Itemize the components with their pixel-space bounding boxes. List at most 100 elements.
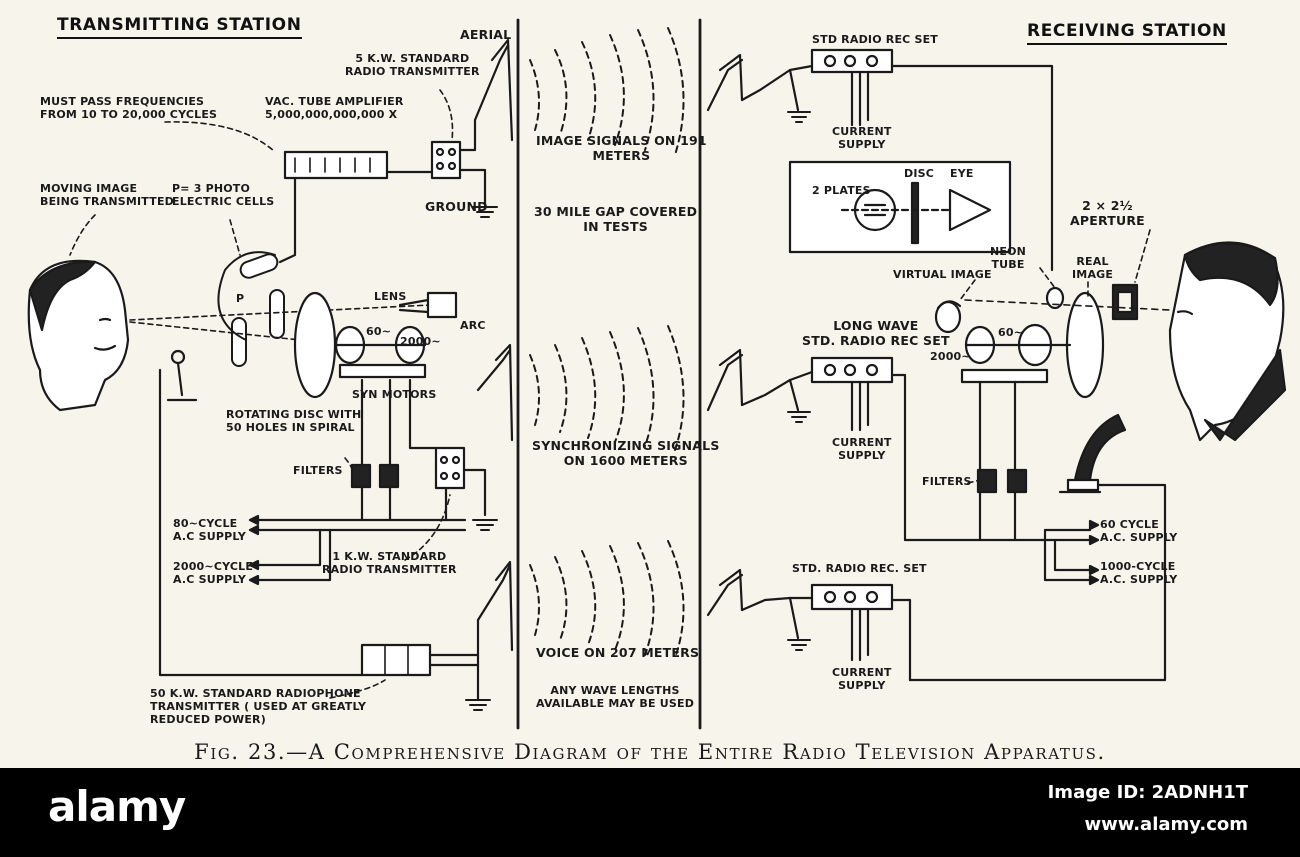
rotating-disc-tx (293, 291, 337, 399)
label-line: SYNCHRONIZING SIGNALS (532, 438, 720, 453)
must-pass-frequencies-label: MUST PASS FREQUENCIES FROM 10 TO 20,000 … (40, 95, 217, 121)
voice-waves (529, 540, 685, 659)
loudspeaker (908, 413, 1167, 682)
cycle-2000-label: 2000~CYCLE A.C SUPPLY (173, 560, 253, 586)
virtual-image-head (934, 300, 962, 334)
moving-image-label: MOVING IMAGE BEING TRANSMITTED (40, 182, 174, 208)
radiophone-transmitter (360, 643, 432, 677)
aperture-label: 2 × 2½ APERTURE (1070, 198, 1145, 228)
supply-arrows-rx (1088, 519, 1100, 586)
sync-signal-waves (529, 325, 685, 451)
sixty-cycle-tx-label: 60~ (366, 325, 392, 338)
label-line: TUBE (991, 258, 1025, 271)
arc-label: ARC (460, 319, 486, 332)
label-line: IMAGE SIGNALS ON 191 (536, 133, 707, 148)
transmitter-5kw-label: 5 K.W. STANDARD RADIO TRANSMITTER (345, 52, 480, 78)
label-line: APERTURE (1070, 213, 1145, 228)
any-wave-label: ANY WAVE LENGTHS AVAILABLE MAY BE USED (536, 684, 694, 710)
ground-symbol-top (472, 206, 498, 218)
sixty-cycle-rx-label: 60~ (998, 326, 1024, 339)
label-line: 2000~CYCLE (173, 560, 254, 573)
label-line: IMAGE (1072, 268, 1114, 281)
inset-eye (948, 188, 992, 232)
label-line: 1 K.W. STANDARD (332, 550, 447, 563)
label-line: ROTATING DISC WITH (226, 408, 362, 421)
label-line: LONG WAVE (833, 318, 919, 333)
figure-caption: Fig. 23.—A Comprehensive Diagram of the … (194, 740, 1106, 764)
diagram-drawing (27, 18, 1287, 730)
label-line: 50 K.W. STANDARD RADIOPHONE (150, 687, 361, 700)
syn-motors-label: SYN MOTORS (352, 388, 437, 401)
rx-ground-2 (787, 411, 811, 423)
cycle-1000-label: 1000-CYCLE A.C. SUPPLY (1100, 560, 1177, 586)
aerial-label: AERIAL (460, 27, 512, 42)
radiophone-transmitter-label: 50 K.W. STANDARD RADIOPHONE TRANSMITTER … (150, 687, 366, 726)
arc-lamp (398, 291, 458, 319)
label-line: NEON (990, 245, 1027, 258)
label-line: STD. RADIO REC SET (802, 333, 950, 348)
photo-electric-cells (217, 251, 285, 367)
label-line: REDUCED POWER) (150, 713, 266, 726)
virtual-image-label: VIRTUAL IMAGE (893, 268, 992, 281)
sync-signals-label: SYNCHRONIZING SIGNALS ON 1600 METERS (532, 438, 720, 468)
label-line: 5,000,000,000,000 X (265, 108, 398, 121)
long-wave-label: LONG WAVE STD. RADIO REC SET (802, 318, 950, 348)
label-line: 60 CYCLE (1100, 518, 1159, 531)
aerial-bottom (476, 560, 514, 652)
mile-gap-label: 30 MILE GAP COVERED IN TESTS (534, 204, 697, 234)
label-line: TRANSMITTER ( USED AT GREATLY (150, 700, 367, 713)
rotating-disc-rx (1065, 291, 1105, 399)
label-line: REAL (1076, 255, 1109, 268)
transmitted-face (27, 259, 130, 412)
two-plates-label: 2 PLATES (812, 184, 871, 197)
label-line: RADIO TRANSMITTER (322, 563, 457, 576)
label-line: 5 K.W. STANDARD (355, 52, 470, 65)
rx-aerial-bottom (706, 568, 744, 617)
rx-aerial-middle (706, 348, 744, 412)
vac-tube-amplifier (283, 150, 389, 180)
current-supply-1-label: CURRENT SUPPLY (832, 125, 892, 151)
image-signals-label: IMAGE SIGNALS ON 191 METERS (536, 133, 707, 163)
cycle-60-label: 60 CYCLE A.C. SUPPLY (1100, 518, 1177, 544)
radio-television-diagram: TRANSMITTING STATION RECEIVING STATION A… (27, 15, 1287, 730)
label-line: A.C. SUPPLY (1100, 573, 1178, 586)
aerial-top (473, 38, 514, 142)
label-line: 50 HOLES IN SPIRAL (226, 421, 355, 434)
rx-syn-motors (960, 323, 1072, 384)
disc-label: DISC (904, 167, 935, 180)
ground-symbol-mid (472, 519, 498, 531)
watermark-url: www.alamy.com (1084, 814, 1248, 835)
label-line: 80~CYCLE (173, 517, 238, 530)
microphone (166, 349, 198, 402)
two-thousand-rx-label: 2000~ (930, 350, 971, 363)
eye-label: EYE (950, 167, 974, 180)
alamy-logo: alamy (48, 782, 186, 831)
label-line: 2 × 2½ (1082, 198, 1133, 213)
photo-cell-p-label: P (236, 292, 245, 305)
label-line: ON 1600 METERS (563, 453, 688, 468)
transmitting-station-title: TRANSMITTING STATION (57, 15, 302, 39)
voice-label: VOICE ON 207 METERS (536, 645, 700, 660)
current-supply-3-label: CURRENT SUPPLY (832, 666, 892, 692)
label-line: IN TESTS (583, 219, 648, 234)
transmitter-1kw (434, 446, 466, 490)
wire-tx-aerial (458, 118, 477, 152)
two-thousand-tx-label: 2000~ (400, 335, 441, 348)
filter-tx-1 (350, 463, 372, 489)
neon-tube-label: NEON TUBE (990, 245, 1026, 271)
label-line: MUST PASS FREQUENCIES (40, 95, 205, 108)
label-line: VAC. TUBE AMPLIFIER (265, 95, 404, 108)
label-line: P= 3 PHOTO (172, 182, 251, 195)
label-line: SUPPLY (838, 138, 886, 151)
filters-tx-label: FILTERS (293, 464, 343, 477)
observer-face (1168, 241, 1287, 442)
label-line: A.C. SUPPLY (1100, 531, 1178, 544)
cycle-80-label: 80~CYCLE A.C SUPPLY (173, 517, 246, 543)
transmitter-5kw (430, 140, 462, 180)
watermark-bar: alamy Image ID: 2ADNH1T www.alamy.com (0, 768, 1300, 857)
filter-rx-2 (1006, 468, 1028, 494)
label-line: METERS (592, 148, 651, 163)
label-line: A.C SUPPLY (173, 530, 247, 543)
label-line: SUPPLY (838, 679, 886, 692)
